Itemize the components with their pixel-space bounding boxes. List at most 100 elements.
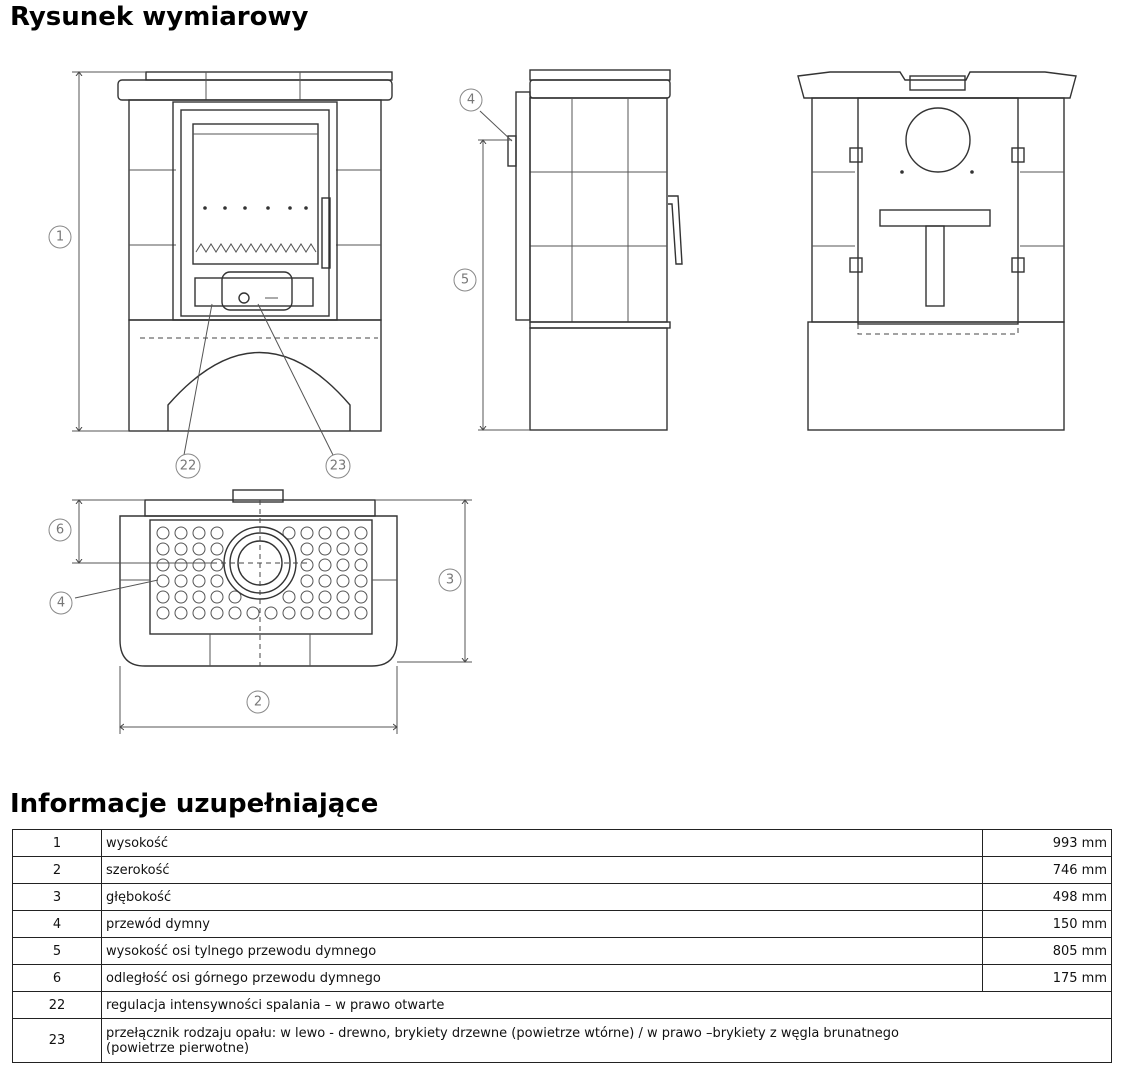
info-title: Informacje uzupełniające: [10, 789, 379, 819]
grate-hole: [300, 526, 314, 540]
row-number: 4: [12, 910, 102, 938]
row-description: szerokość: [101, 856, 983, 884]
row-description-line2: (powietrze pierwotne): [106, 1040, 250, 1056]
row-value: 993 mm: [982, 829, 1112, 857]
svg-text:4: 4: [467, 93, 475, 108]
grate-hole: [282, 590, 296, 604]
table-row: 23 przełącznik rodzaju opału: w lewo - d…: [12, 1018, 1112, 1063]
callout-3: 3: [438, 568, 462, 592]
grate-hole: [336, 606, 350, 620]
grate-hole: [174, 590, 188, 604]
grate-hole: [354, 590, 368, 604]
grate-hole: [156, 526, 170, 540]
grate-hole: [318, 526, 332, 540]
grate-hole: [210, 526, 224, 540]
grate-hole: [156, 558, 170, 572]
grate-hole: [264, 606, 278, 620]
row-description: odległość osi górnego przewodu dymnego: [101, 964, 983, 992]
row-number: 22: [12, 991, 102, 1019]
grate-hole: [318, 574, 332, 588]
grate-hole: [318, 542, 332, 556]
row-description: regulacja intensywności spalania – w pra…: [101, 991, 1112, 1019]
grate-hole: [174, 574, 188, 588]
row-description: wysokość osi tylnego przewodu dymnego: [101, 937, 983, 965]
table-row: 4 przewód dymny 150 mm: [12, 910, 1112, 938]
grate-hole: [354, 574, 368, 588]
grate-hole: [174, 606, 188, 620]
grate-hole: [210, 606, 224, 620]
svg-text:4: 4: [57, 596, 65, 611]
table-row: 3 głębokość 498 mm: [12, 883, 1112, 911]
grate-hole: [354, 526, 368, 540]
grate-hole: [300, 606, 314, 620]
table-row: 1 wysokość 993 mm: [12, 829, 1112, 857]
callout-1: 1: [48, 225, 72, 249]
table-row: 5 wysokość osi tylnego przewodu dymnego …: [12, 937, 1112, 965]
row-value: 498 mm: [982, 883, 1112, 911]
grate-hole: [300, 574, 314, 588]
grate-hole: [156, 590, 170, 604]
grate-hole: [192, 542, 206, 556]
row-value: 746 mm: [982, 856, 1112, 884]
grate-hole: [246, 606, 260, 620]
grate-hole: [156, 606, 170, 620]
row-number: 5: [12, 937, 102, 965]
grate-hole: [336, 542, 350, 556]
dimensions-table: 1 wysokość 993 mm 2 szerokość 746 mm 3 g…: [12, 829, 1112, 1063]
callout-23: 23: [325, 453, 351, 479]
grate-hole: [174, 526, 188, 540]
dimension-drawing: 1 22 23 4 5 6 4 3 2: [48, 69, 1077, 734]
grate-hole: [228, 590, 242, 604]
svg-text:1: 1: [56, 230, 64, 245]
grate-hole: [336, 574, 350, 588]
grate-hole: [336, 558, 350, 572]
callout-4-side: 4: [459, 88, 483, 112]
svg-text:5: 5: [461, 273, 469, 288]
grate-hole: [318, 606, 332, 620]
callout-4-top: 4: [49, 591, 73, 615]
row-value: 805 mm: [982, 937, 1112, 965]
table-row: 2 szerokość 746 mm: [12, 856, 1112, 884]
callout-5: 5: [453, 268, 477, 292]
grate-hole: [354, 606, 368, 620]
row-number: 3: [12, 883, 102, 911]
callout-2: 2: [246, 690, 270, 714]
grate-hole: [354, 542, 368, 556]
grate-hole: [354, 558, 368, 572]
grate-hole: [174, 542, 188, 556]
grate-hole: [174, 558, 188, 572]
callout-6: 6: [48, 518, 72, 542]
row-number: 2: [12, 856, 102, 884]
svg-text:22: 22: [180, 459, 197, 474]
row-number: 23: [12, 1018, 102, 1063]
grate-hole: [300, 542, 314, 556]
top-view: [74, 489, 398, 667]
table-row: 6 odległość osi górnego przewodu dymnego…: [12, 964, 1112, 992]
grate-hole: [192, 574, 206, 588]
grate-hole: [318, 558, 332, 572]
grate-hole: [336, 590, 350, 604]
row-number: 1: [12, 829, 102, 857]
row-description: przewód dymny: [101, 910, 983, 938]
svg-text:2: 2: [254, 695, 262, 710]
grate-hole: [300, 590, 314, 604]
rear-view: [797, 71, 1077, 431]
side-view: [479, 69, 683, 431]
grate-hole: [192, 606, 206, 620]
grate-hole: [210, 542, 224, 556]
grate-hole: [156, 542, 170, 556]
row-description: wysokość: [101, 829, 983, 857]
grate-hole: [336, 526, 350, 540]
table-row: 22 regulacja intensywności spalania – w …: [12, 991, 1112, 1019]
grate-hole: [282, 526, 296, 540]
drawing-title: Rysunek wymiarowy: [10, 2, 309, 32]
svg-text:3: 3: [446, 573, 454, 588]
grate-hole: [156, 574, 170, 588]
grate-hole: [192, 558, 206, 572]
svg-text:6: 6: [56, 523, 64, 538]
row-number: 6: [12, 964, 102, 992]
row-description-line1: przełącznik rodzaju opału: w lewo - drew…: [106, 1025, 899, 1041]
grate-hole: [318, 590, 332, 604]
grate-hole: [210, 574, 224, 588]
grate-hole: [210, 558, 224, 572]
